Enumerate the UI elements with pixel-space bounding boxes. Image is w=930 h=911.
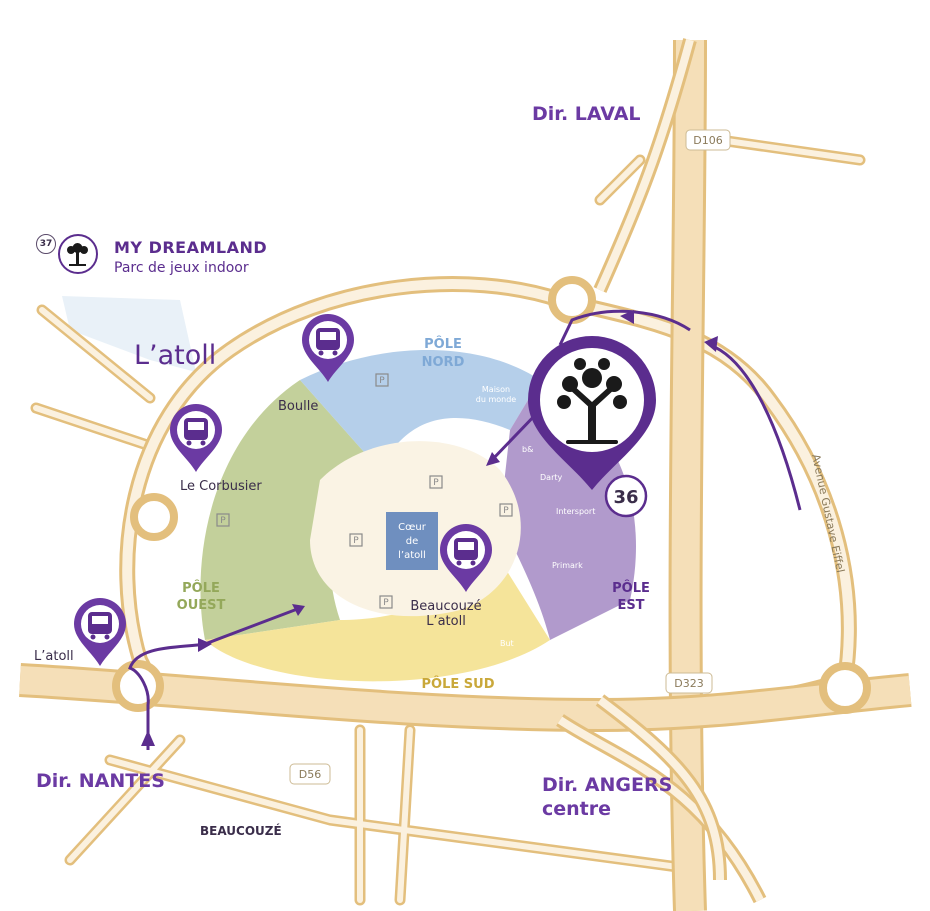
pole-est-label-2: EST — [617, 598, 644, 613]
direction-angers: Dir. ANGERS — [542, 774, 672, 796]
minor-roads-fill — [33, 137, 863, 903]
bus-icon — [454, 538, 478, 566]
roundabouts — [112, 276, 871, 714]
map-title: L’atoll — [134, 340, 217, 371]
direction-laval: Dir. LAVAL — [532, 103, 641, 125]
tree-icon — [557, 358, 627, 444]
shop-darty: Darty — [540, 473, 562, 482]
parking-label: P — [353, 536, 359, 546]
legend-badge: 37 — [36, 234, 56, 254]
parking-signs: P P P P P P — [216, 373, 513, 609]
town-label: BEAUCOUZÉ — [200, 823, 282, 838]
pole-est-label: PÔLE — [612, 580, 650, 596]
bus-icon — [316, 328, 340, 356]
store-number: 36 — [613, 487, 638, 508]
route-arrowheads — [141, 310, 718, 746]
pole-nord-label: PÔLE — [424, 336, 462, 352]
pole-ouest-label: PÔLE — [182, 580, 220, 596]
road-tag-d323: D323 — [674, 677, 703, 690]
direction-nantes: Dir. NANTES — [36, 770, 165, 792]
bus-stop-beaucouze-label-2: L’atoll — [426, 614, 466, 629]
parking-label: P — [503, 506, 509, 516]
bus-stop-le-corbusier-label: Le Corbusier — [180, 479, 262, 494]
road-tags: D106 D323 D56 — [289, 129, 731, 785]
pole-sud-label: PÔLE SUD — [422, 676, 495, 692]
water-area — [62, 296, 196, 372]
coeur-block — [386, 512, 438, 570]
parking-label: P — [383, 598, 389, 608]
legend-subtitle: Parc de jeux indoor — [114, 260, 249, 276]
shop-maison: Maison — [482, 385, 510, 394]
bus-stop-latoll-label: L’atoll — [34, 649, 74, 664]
pole-ouest-zone — [200, 380, 380, 640]
road-tag-d106: D106 — [693, 134, 722, 147]
road-d323 — [19, 663, 912, 904]
parking-label: P — [433, 478, 439, 488]
bus-stop-beaucouze-label: Beaucouzé — [410, 599, 481, 614]
pole-ouest-label-2: OUEST — [177, 598, 226, 613]
coeur-label-2: de — [406, 536, 419, 547]
coeur-label-1: Cœur — [398, 522, 427, 533]
shop-primark: Primark — [552, 561, 583, 570]
bus-stop-boulle — [302, 314, 354, 382]
bus-stop-latoll — [74, 598, 126, 666]
road-tag-d56: D56 — [299, 768, 321, 781]
bus-stop-beaucouze — [440, 524, 492, 592]
pole-nord-label-2: NORD — [422, 355, 465, 370]
bus-stop-le-corbusier — [170, 404, 222, 472]
shop-intersport: Intersport — [556, 507, 595, 516]
parking-label: P — [220, 516, 226, 526]
store-number-badge — [604, 474, 648, 518]
coeur-label-3: l’atoll — [398, 550, 426, 561]
legend-title: MY DREAMLAND — [114, 238, 268, 257]
legend: 37 MY DREAMLAND Parc de jeux indoor — [36, 232, 296, 292]
shop-du-monde: du monde — [476, 395, 517, 404]
bus-icon — [88, 612, 112, 640]
access-route — [128, 309, 802, 750]
store-marker[interactable] — [528, 336, 656, 490]
shop-but: But — [500, 639, 514, 648]
direction-angers-centre: centre — [542, 798, 611, 820]
shop-bb: b& — [522, 445, 533, 454]
pole-nord-zone — [300, 350, 540, 470]
tree-icon — [58, 234, 98, 274]
bus-icon — [184, 418, 208, 446]
parking-label: P — [379, 376, 385, 386]
bus-stop-boulle-label: Boulle — [278, 399, 318, 414]
avenue-label: Avenue Gustave Eiffel — [809, 453, 847, 574]
